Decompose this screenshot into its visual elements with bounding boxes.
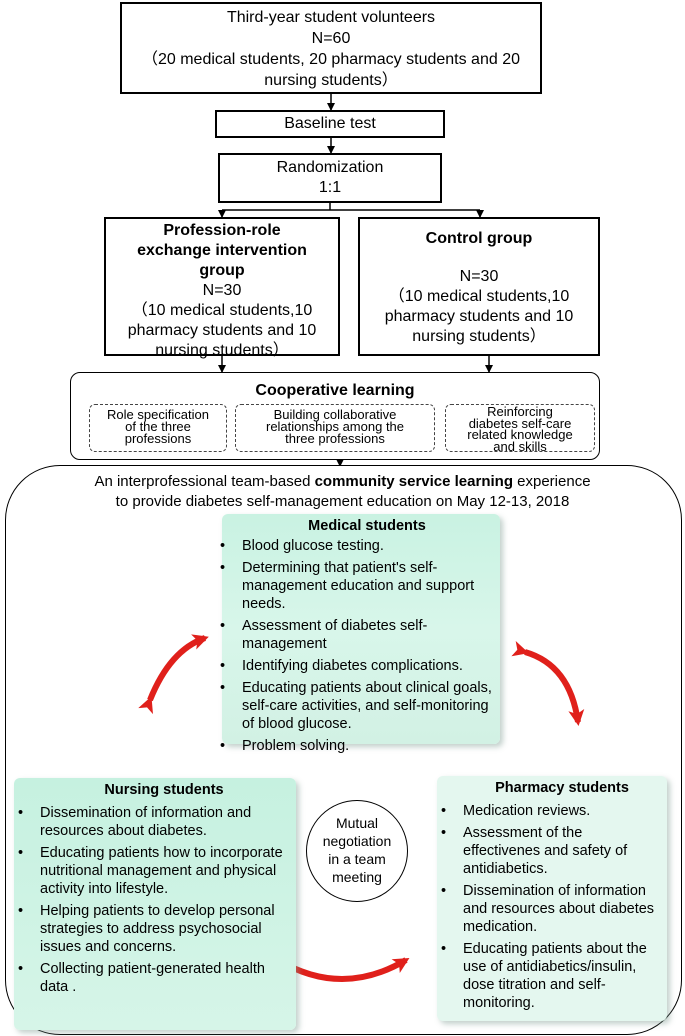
cooperative-learning-box: Cooperative learning Role specification …	[70, 372, 600, 460]
intervention-group-box: Profession-role exchange intervention gr…	[104, 217, 340, 359]
service-line1-post: experience	[512, 473, 591, 490]
coop-item-role-specification: Role specification of the three professi…	[89, 404, 227, 452]
nursing-task: Educating patients how to incorporate nu…	[18, 844, 288, 898]
control-detail-1: （10 medical students,10	[388, 288, 570, 305]
control-title: Control group	[425, 230, 533, 247]
red-arrow-bottom	[263, 946, 410, 982]
pharmacy-students-title: Pharmacy students	[495, 780, 629, 796]
coop-item3-line4: and skills	[493, 438, 547, 454]
mutual-line2: negotiation	[322, 833, 392, 849]
coop-item1-line3: professions	[124, 431, 192, 446]
red-arrow-right	[511, 640, 585, 726]
medical-task: Determining that patient's self-manageme…	[220, 559, 492, 613]
red-arrow-left	[138, 634, 209, 715]
intervention-detail-1: （10 medical students,10	[131, 302, 313, 319]
nursing-task: Helping patients to develop personal str…	[18, 902, 288, 956]
intervention-detail-3: nursing students）	[155, 342, 289, 359]
intervention-title-3: group	[199, 262, 245, 279]
coop-item3-line3: related knowledge	[467, 427, 573, 442]
mutual-line4: meeting	[332, 869, 382, 885]
medical-task-list: Blood glucose testing. Determining that …	[220, 537, 492, 755]
mutual-line3: in a team	[328, 851, 386, 867]
volunteers-box: Third-year student volunteers N=60 （20 m…	[120, 2, 542, 94]
nursing-task: Collecting patient-generated health data…	[18, 960, 288, 996]
control-detail-2: pharmacy students and 10	[384, 308, 574, 325]
coop-item1-line1: Role specification	[107, 407, 209, 422]
randomization-label: Randomization	[276, 159, 384, 176]
nursing-students-title: Nursing students	[104, 782, 224, 798]
baseline-test-label: Baseline test	[284, 115, 376, 132]
service-line1-bold: community service learning	[314, 473, 513, 490]
service-line1-pre: An interprofessional team-based	[94, 473, 315, 490]
medical-students-panel: Medical students Blood glucose testing. …	[220, 514, 500, 755]
pharmacy-task: Dissemination of information and resourc…	[441, 882, 661, 936]
control-detail-3: nursing students）	[412, 328, 546, 345]
medical-students-title: Medical students	[308, 518, 426, 534]
volunteers-detail-2: nursing students）	[264, 72, 398, 89]
intervention-title-2: exchange intervention	[137, 242, 307, 259]
coop-item3-line2: diabetes self-care	[468, 415, 572, 431]
volunteers-detail-1: （20 medical students, 20 pharmacy studen…	[141, 51, 520, 68]
control-n: N=30	[459, 268, 499, 285]
service-learning-title: An interprofessional team-based communit…	[20, 472, 665, 512]
coop-item2-line1: Building collaborative	[273, 407, 397, 422]
medical-task: Problem solving.	[220, 737, 492, 755]
cooperative-learning-title: Cooperative learning	[255, 382, 415, 399]
pharmacy-students-panel: Pharmacy students Medication reviews. As…	[437, 776, 667, 1021]
pharmacy-task-list: Medication reviews. Assessment of the ef…	[441, 802, 661, 1012]
coop-item3-line1: Reinforcing	[487, 404, 553, 419]
pharmacy-task: Medication reviews.	[441, 802, 661, 820]
volunteers-title: Third-year student volunteers	[226, 9, 436, 26]
coop-item2-line3: three professions	[285, 431, 385, 446]
nursing-task: Dissemination of information and resourc…	[18, 804, 288, 840]
pharmacy-task: Assessment of the effectivenes and safet…	[441, 824, 661, 878]
nursing-task-list: Dissemination of information and resourc…	[18, 804, 288, 996]
intervention-n: N=30	[202, 282, 242, 299]
randomization-box: Randomization 1:1	[218, 153, 442, 203]
randomization-ratio: 1:1	[318, 179, 342, 196]
service-learning-line1: An interprofessional team-based communit…	[20, 472, 665, 492]
medical-task: Educating patients about clinical goals,…	[220, 679, 492, 733]
coop-item-reinforcing: Reinforcing diabetes self-care related k…	[445, 404, 595, 452]
coop-item2-line2: relationships among the	[265, 419, 405, 434]
intervention-title-1: Profession-role	[163, 222, 281, 239]
medical-task: Identifying diabetes complications.	[220, 657, 492, 675]
medical-task: Assessment of diabetes self-management	[220, 617, 492, 653]
baseline-test-box: Baseline test	[215, 110, 445, 138]
mutual-negotiation-circle: Mutual negotiation in a team meeting	[306, 800, 408, 902]
medical-task: Blood glucose testing.	[220, 537, 492, 555]
coop-item-collaborative: Building collaborative relationships amo…	[235, 404, 435, 452]
intervention-detail-2: pharmacy students and 10	[127, 322, 317, 339]
mutual-line1: Mutual	[335, 815, 379, 831]
coop-item1-line2: of the three	[125, 419, 191, 434]
control-group-box: Control group N=30 （10 medical students,…	[358, 217, 600, 356]
volunteers-n: N=60	[311, 30, 351, 47]
service-learning-line2: to provide diabetes self-management educ…	[115, 493, 570, 510]
pharmacy-task: Educating patients about the use of anti…	[441, 940, 661, 1012]
nursing-students-panel: Nursing students Dissemination of inform…	[14, 778, 296, 1030]
